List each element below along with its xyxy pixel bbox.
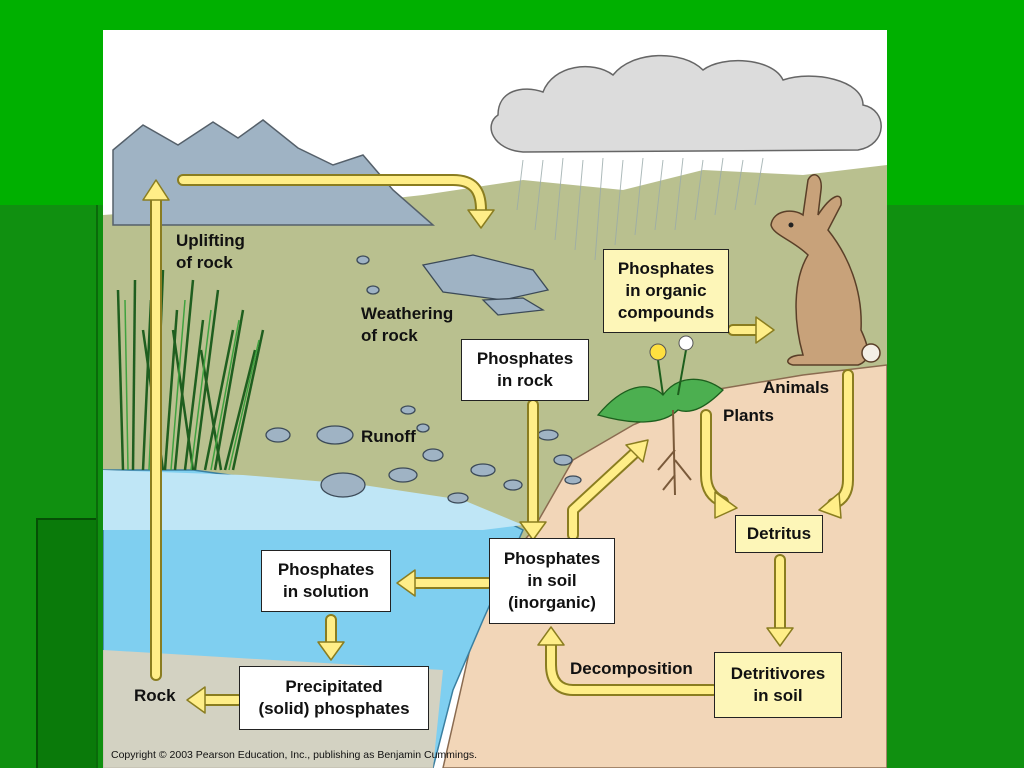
label-plants: Plants [723,406,775,425]
box-phosphates-rock: Phosphates in rock [461,339,589,401]
label-runoff: Runoff [361,427,416,446]
label-rock: Rock [134,686,176,705]
rabbit [770,174,881,366]
rain [516,157,764,261]
label-weathering: Weathering of rock [361,304,454,345]
cloud [490,54,882,153]
label-animals: Animals [763,378,830,397]
diagram-panel: Phosphates in organic compounds Phosphat… [103,30,887,768]
plant [596,335,724,496]
rocks [265,254,582,504]
box-phosphates-solution: Phosphates in solution [261,550,391,612]
cycle-arrows [142,174,854,714]
reeds [116,269,265,471]
shallow-water [103,470,523,530]
box-detritivores: Detritivores in soil [714,652,842,718]
copyright-text: Copyright © 2003 Pearson Education, Inc.… [111,749,478,761]
mountains [112,119,435,226]
box-phosphates-soil: Phosphates in soil (inorganic) [489,538,615,624]
box-phosphates-organic: Phosphates in organic compounds [603,249,729,333]
label-decomposition: Decomposition [570,659,693,678]
box-detritus: Detritus [735,515,823,553]
label-uplifting: Uplifting of rock [176,231,245,272]
box-precipitated: Precipitated (solid) phosphates [239,666,429,730]
